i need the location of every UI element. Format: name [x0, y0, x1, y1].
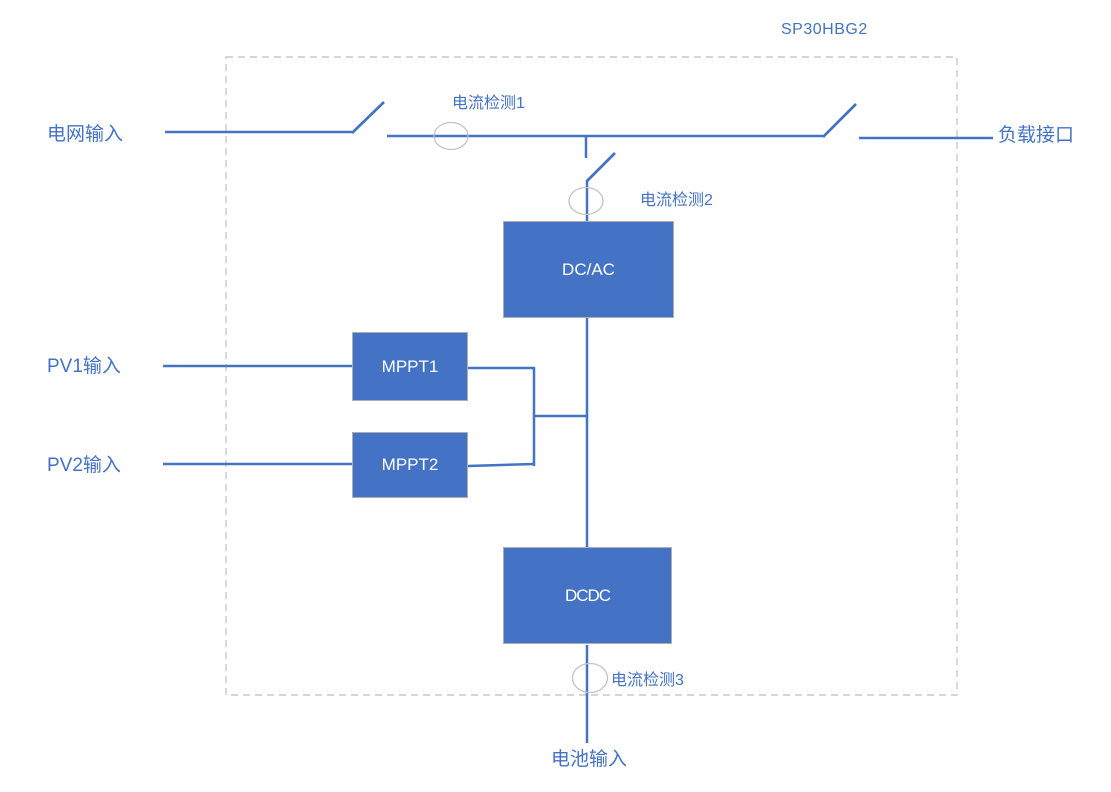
load-interface-label: 负载接口	[998, 125, 1075, 146]
dcdc-converter-block: DCDC	[503, 547, 672, 644]
dcdc-block-label: DCDC	[564, 585, 611, 605]
current-sense-1-label: 电流检测1	[452, 95, 525, 112]
dc-ac-block-label: DC/AC	[562, 259, 615, 279]
mppt2-block: MPPT2	[352, 432, 468, 498]
dc-ac-inverter-block: DC/AC	[503, 221, 674, 318]
mppt2-block-label: MPPT2	[381, 455, 439, 474]
load-switch-blade	[822, 103, 857, 138]
current-sensor-3-icon	[571, 662, 609, 694]
current-sense-2-label: 电流检测2	[640, 192, 713, 209]
current-sensor-1-icon	[433, 121, 469, 151]
grid-switch-blade	[351, 101, 385, 134]
current-sensor-2-icon	[568, 186, 604, 216]
pv1-input-label: PV1输入	[47, 356, 121, 377]
device-boundary-dashed-box	[225, 56, 958, 696]
mppt1-block: MPPT1	[352, 332, 468, 401]
grid-input-label: 电网输入	[47, 124, 124, 145]
mppt1-block-label: MPPT1	[381, 356, 439, 376]
pv2-input-label: PV2输入	[47, 455, 121, 476]
model-title: SP30HBG2	[781, 21, 868, 38]
mppt2-output-wire	[467, 462, 535, 468]
inverter-switch-blade	[586, 152, 616, 182]
current-sense-3-label: 电流检测3	[611, 672, 684, 689]
battery-input-label: 电池输入	[551, 749, 628, 770]
